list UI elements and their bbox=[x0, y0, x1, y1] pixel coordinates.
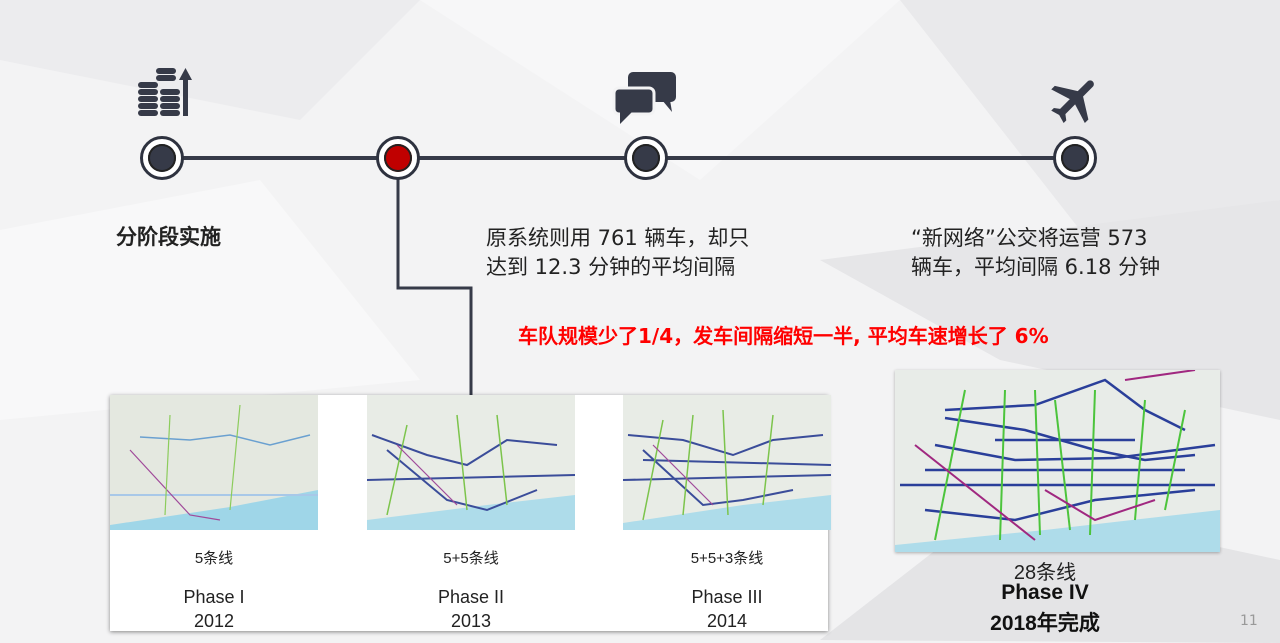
phase-3-lines: 5+5+3条线 bbox=[690, 550, 764, 567]
timeline-node-3 bbox=[624, 136, 668, 180]
phase-4-name: Phase IV bbox=[1001, 581, 1089, 604]
highlight-text: 车队规模少了1/4，发车间隔缩短一半, 平均车速增长了 6% bbox=[518, 324, 1049, 348]
phase-4-year: 2018年完成 bbox=[990, 612, 1100, 635]
text-line: 达到 12.3 分钟的平均间隔 bbox=[486, 255, 736, 279]
phase-3-year: 2014 bbox=[706, 611, 748, 631]
airplane-icon bbox=[1051, 80, 1094, 123]
new-network-text: “新网络”公交将运营 573 辆车，平均间隔 6.18 分钟 bbox=[911, 224, 1160, 282]
phase-4-lines: 28条线 bbox=[1013, 562, 1077, 584]
chat-bubbles-icon bbox=[612, 72, 676, 124]
text-line: “新网络”公交将运营 573 bbox=[911, 226, 1148, 250]
timeline-node-1 bbox=[140, 136, 184, 180]
phase-1-lines: 5条线 bbox=[194, 550, 234, 567]
original-system-text: 原系统则用 761 辆车，却只 达到 12.3 分钟的平均间隔 bbox=[486, 224, 749, 282]
phase-2-name: Phase II bbox=[437, 587, 505, 607]
phase-1-map bbox=[110, 395, 318, 530]
phase-1-year: 2012 bbox=[193, 611, 235, 631]
text-line: 辆车，平均间隔 6.18 分钟 bbox=[911, 255, 1161, 279]
phase-2-lines: 5+5条线 bbox=[443, 550, 499, 567]
text-line: 原系统则用 761 辆车，却只 bbox=[486, 226, 750, 250]
page-number: 11 bbox=[1240, 613, 1258, 629]
connector-line bbox=[396, 158, 473, 395]
phases-panel: 5条线 Phase I 2012 5+5条线 Phase II 2013 5+5… bbox=[110, 395, 831, 631]
timeline-node-4 bbox=[1053, 136, 1097, 180]
phase-3-map bbox=[623, 395, 831, 530]
phase-4-map bbox=[895, 370, 1220, 552]
timeline-node-active bbox=[376, 136, 420, 180]
section-heading: 分阶段实施 bbox=[116, 225, 221, 249]
coins-growth-icon bbox=[138, 68, 192, 116]
phase-3-name: Phase III bbox=[691, 587, 763, 607]
phase-2-map bbox=[367, 395, 575, 530]
phase-2-year: 2013 bbox=[450, 611, 492, 631]
phase-1-name: Phase I bbox=[183, 587, 245, 607]
